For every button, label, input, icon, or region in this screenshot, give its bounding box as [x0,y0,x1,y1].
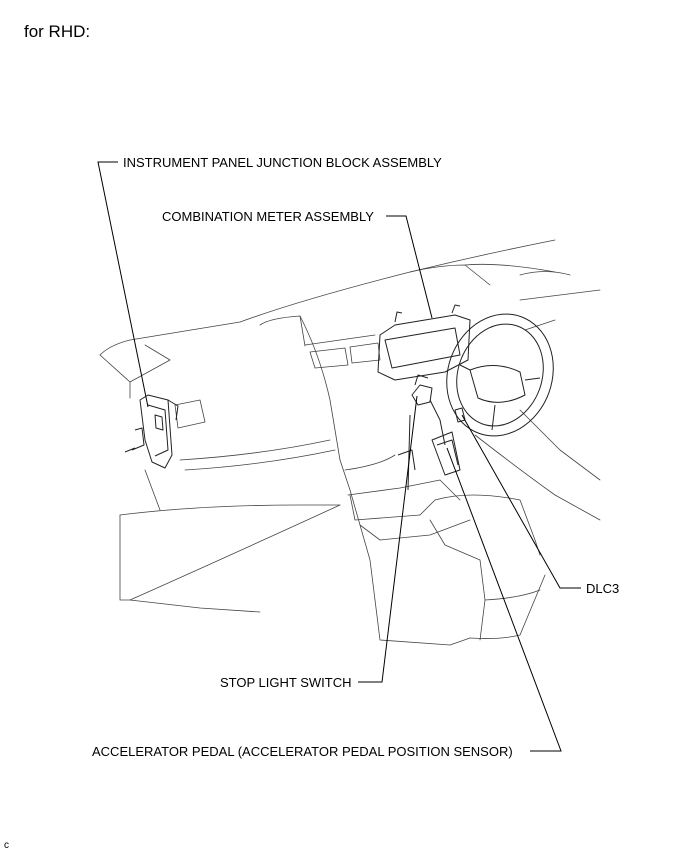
label-combination-meter: COMBINATION METER ASSEMBLY [162,209,374,224]
leader-meter [386,215,433,319]
leader-stop-light [358,395,418,683]
steering-wheel-drawing [446,313,554,437]
junction-block-drawing [124,394,179,469]
figure-code: c [4,840,9,851]
leader-accel-pedal [446,447,562,752]
label-junction-block: INSTRUMENT PANEL JUNCTION BLOCK ASSEMBLY [123,155,442,170]
leader-dlc3 [461,414,581,589]
leader-lines [97,161,581,752]
label-stop-light-switch: STOP LIGHT SWITCH [220,675,352,690]
label-accelerator-pedal: ACCELERATOR PEDAL (ACCELERATOR PEDAL POS… [92,744,513,759]
page-heading: for RHD: [24,22,91,41]
combination-meter-drawing [377,304,471,381]
label-dlc3: DLC3 [586,581,620,596]
dashboard-outline [99,239,601,646]
pedal-assembly-drawing [397,374,466,491]
leader-ij-block [97,161,149,408]
